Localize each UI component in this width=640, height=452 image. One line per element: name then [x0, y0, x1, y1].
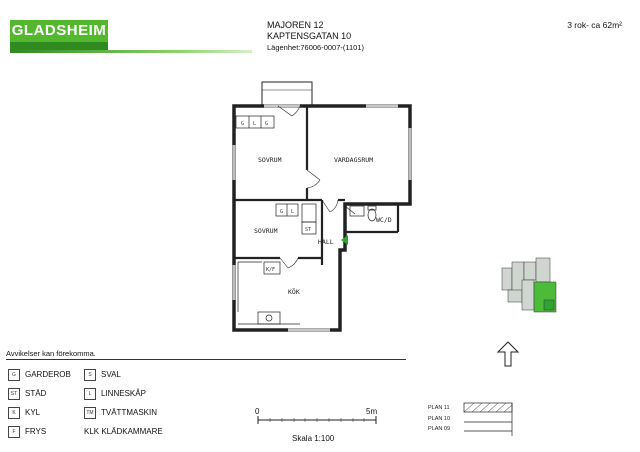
linen-mark: L	[291, 209, 294, 215]
legend-code-freezer: F	[8, 426, 20, 438]
scale-end: 5m	[366, 407, 378, 416]
room-hall: HALL	[318, 238, 334, 246]
north-arrow	[496, 341, 520, 367]
disclaimer: Avvikelser kan förekomma.	[6, 349, 96, 358]
wardrobe-mark: G	[265, 121, 268, 127]
cleaning-mark: ST	[305, 227, 311, 233]
legend-code-cool: S	[84, 369, 96, 381]
legend-code-cleaning: ST	[8, 388, 20, 400]
brand-logo: GLADSHEIM	[10, 20, 108, 42]
legend-label-washer: TVÄTTMASKIN	[101, 408, 158, 417]
scale-bar	[257, 416, 377, 424]
scale-start: 0	[255, 407, 260, 416]
room-bedroom-2: SOVRUM	[254, 227, 278, 235]
apartment-size: 3 rok- ca 62m²	[567, 20, 622, 30]
room-bedroom-1: SOVRUM	[258, 156, 282, 164]
brand-bar	[10, 42, 108, 52]
legend-code-linen: L	[84, 388, 96, 400]
balcony	[261, 81, 313, 107]
legend-code-washer: TM	[84, 407, 96, 419]
room-wc: WC/D	[376, 216, 392, 224]
legend-code-fridge: K	[8, 407, 20, 419]
scale-label: Skala 1:100	[292, 434, 335, 443]
legend-code-wardrobe: G	[8, 369, 20, 381]
legend-label-wardrobe: GARDEROB	[25, 370, 71, 379]
legend-label-cool: SVAL	[101, 370, 121, 379]
wardrobe-mark: G	[280, 209, 283, 215]
plan-label-09: PLAN 09	[428, 426, 451, 432]
brand-underline	[10, 50, 252, 53]
legend-label-closet: KLK KLÄDKAMMARE	[84, 427, 163, 436]
property-name: MAJOREN 12	[267, 20, 324, 30]
legend-label-fridge: KYL	[25, 408, 41, 417]
divider	[6, 359, 406, 360]
plan-label-10: PLAN 10	[428, 416, 451, 422]
legend-label-cleaning: STÄD	[25, 389, 47, 398]
legend-label-linen: LINNESKÅP	[101, 389, 146, 398]
street-address: KAPTENSGATAN 10	[267, 31, 352, 41]
apartment-number: Lägenhet:76006-0007-(1101)	[267, 43, 365, 52]
linen-mark: L	[253, 121, 256, 127]
room-living: VARDAGSRUM	[334, 156, 373, 164]
fridge-freezer-mark: K/F	[266, 267, 275, 273]
entrance-marker	[341, 235, 348, 245]
building-site-plan	[501, 257, 557, 313]
room-kitchen: KÖK	[288, 287, 300, 296]
plan-level-diagram	[463, 402, 513, 436]
legend-label-freezer: FRYS	[25, 427, 47, 436]
plan-label-11: PLAN 11	[428, 405, 450, 411]
wardrobe-mark: G	[241, 121, 244, 127]
